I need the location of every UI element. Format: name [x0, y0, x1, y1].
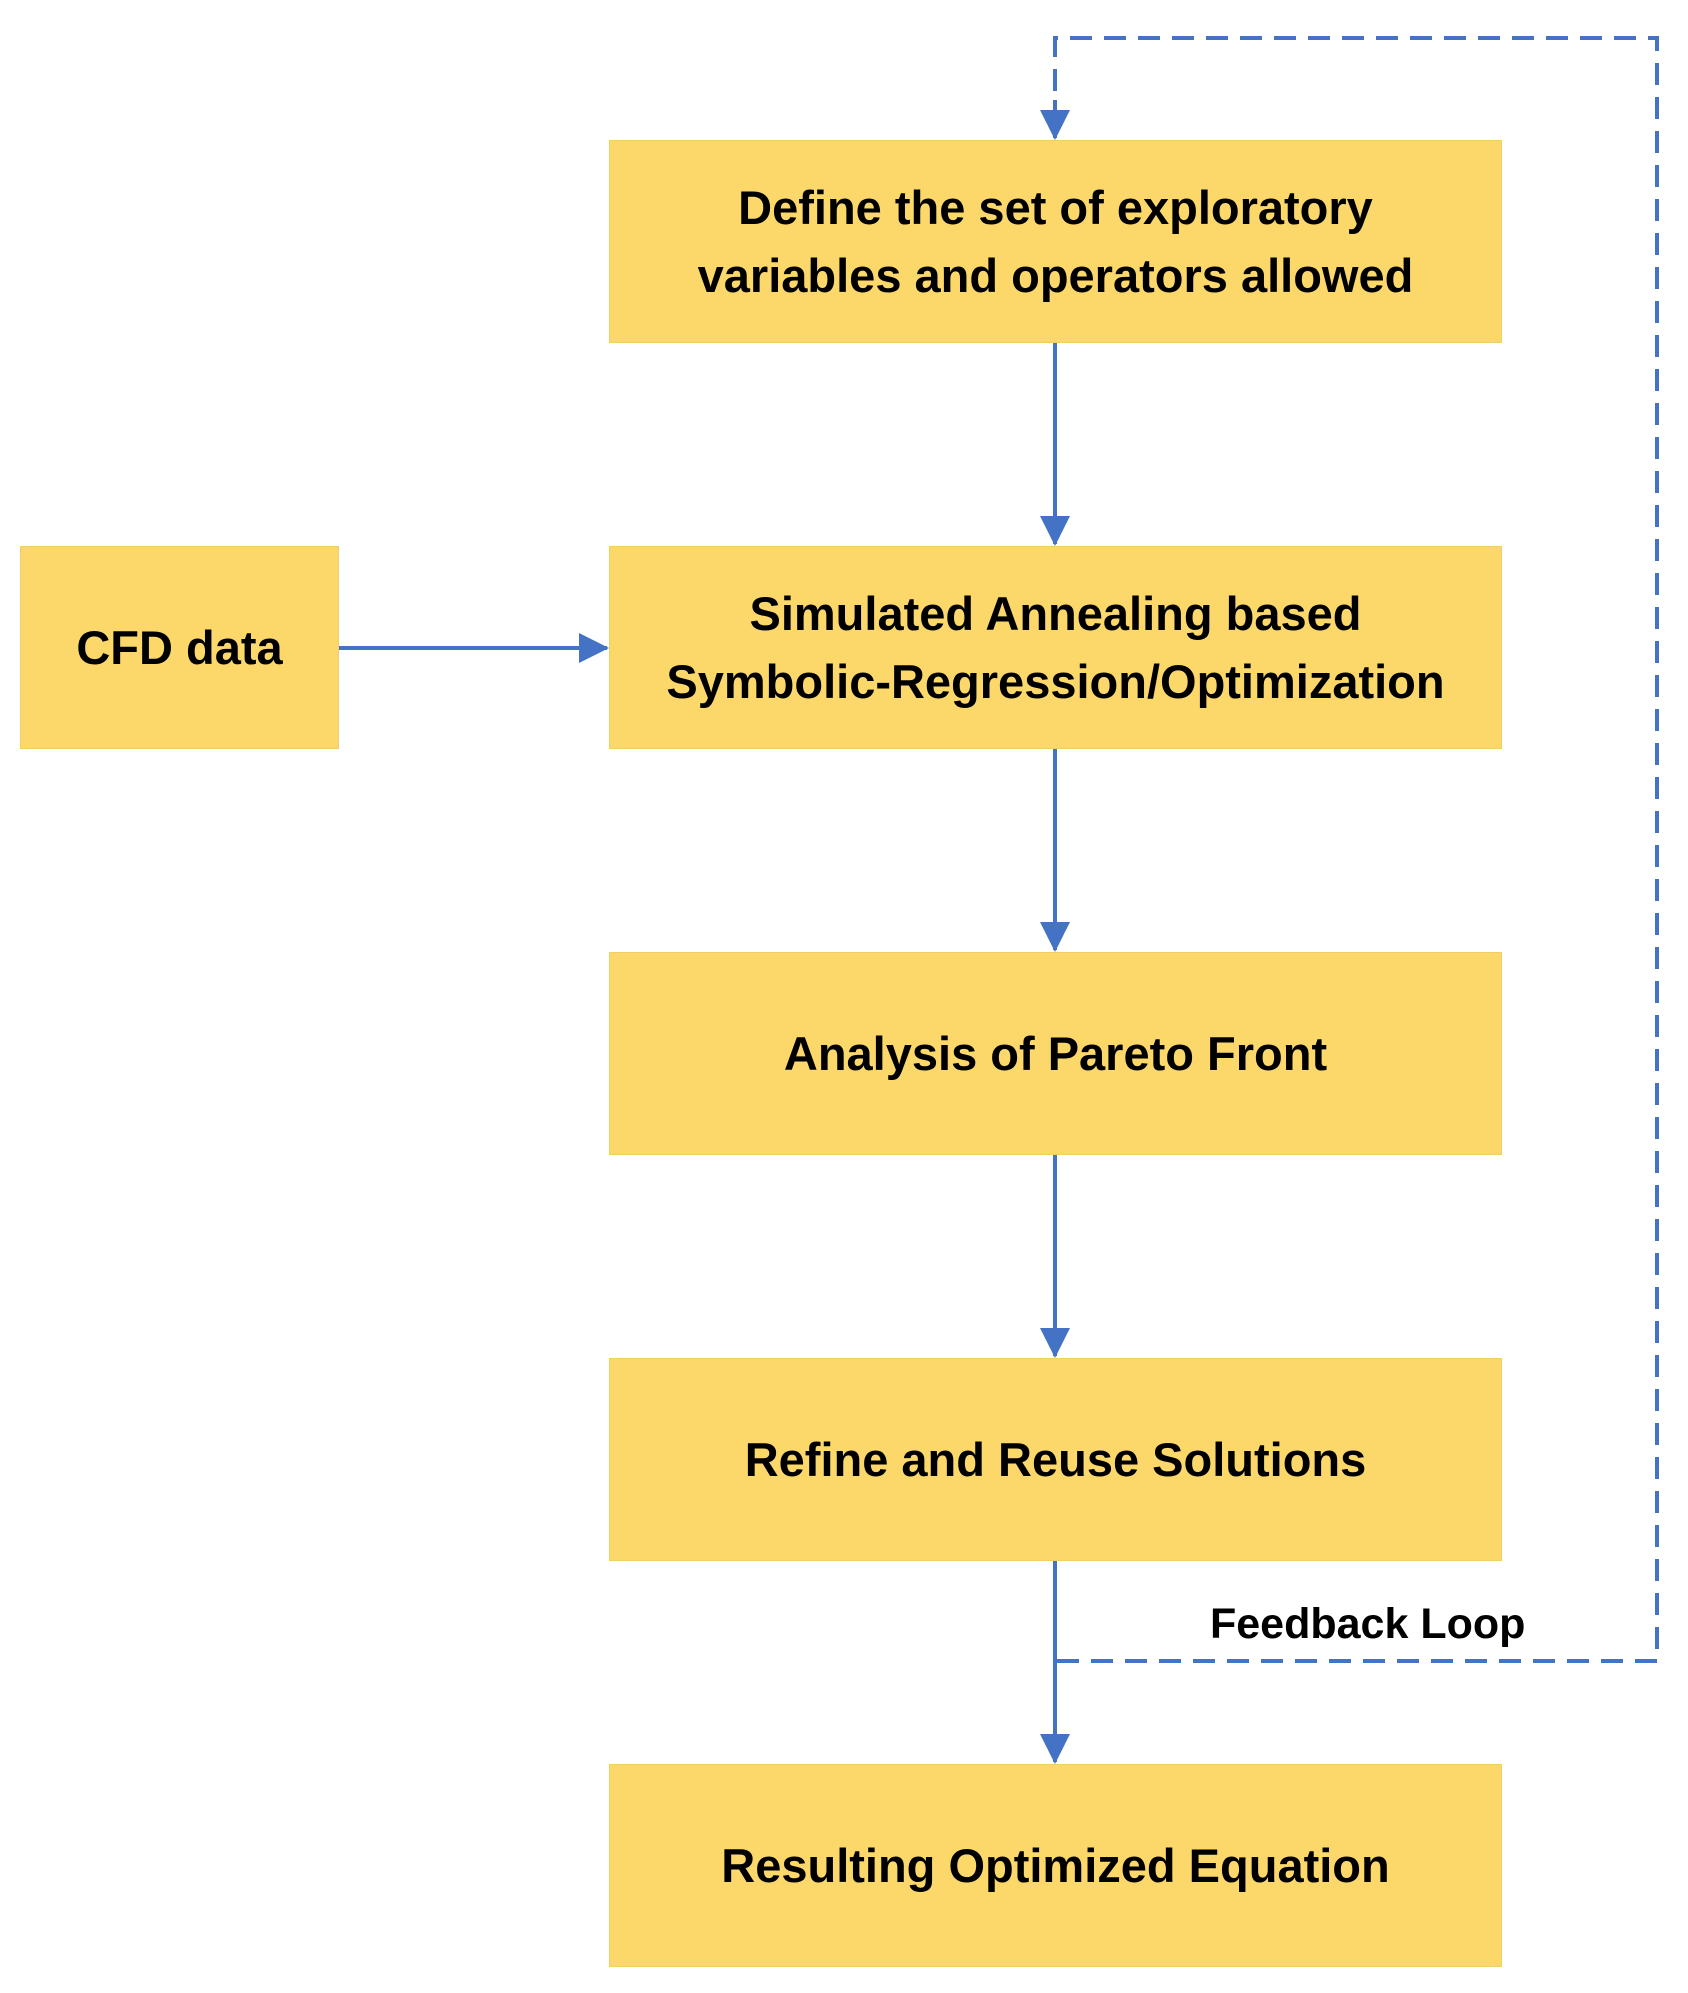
node-sa-line-1: Simulated Annealing based [749, 586, 1362, 640]
node-define-line-1: Define the set of exploratory [738, 180, 1373, 234]
feedback-loop-label: Feedback Loop [1210, 1600, 1526, 1648]
node-simulated-annealing-text: Simulated Annealing based Symbolic-Regre… [666, 580, 1444, 716]
node-simulated-annealing: Simulated Annealing based Symbolic-Regre… [609, 546, 1502, 749]
feedback-loop-path [1053, 36, 1659, 1663]
node-pareto-line-1: Analysis of Pareto Front [783, 1026, 1328, 1080]
node-refine-reuse-text: Refine and Reuse Solutions [745, 1426, 1367, 1494]
node-cfd-data: CFD data [20, 546, 339, 749]
node-define-variables: Define the set of exploratory variables … [609, 140, 1502, 343]
node-cfd-data-text: CFD data [76, 614, 282, 682]
node-sa-line-2: Symbolic-Regression/Optimization [666, 654, 1445, 708]
node-pareto-analysis-text: Analysis of Pareto Front [784, 1020, 1327, 1088]
node-cfd-line-1: CFD data [76, 620, 283, 674]
node-resulting-equation: Resulting Optimized Equation [609, 1764, 1502, 1967]
node-resulting-equation-text: Resulting Optimized Equation [721, 1832, 1389, 1900]
node-refine-line-1: Refine and Reuse Solutions [744, 1432, 1367, 1486]
node-define-line-2: variables and operators allowed [697, 248, 1414, 302]
node-define-variables-text: Define the set of exploratory variables … [698, 174, 1414, 310]
node-pareto-analysis: Analysis of Pareto Front [609, 952, 1502, 1155]
node-refine-reuse: Refine and Reuse Solutions [609, 1358, 1502, 1561]
node-result-line-1: Resulting Optimized Equation [721, 1838, 1390, 1892]
